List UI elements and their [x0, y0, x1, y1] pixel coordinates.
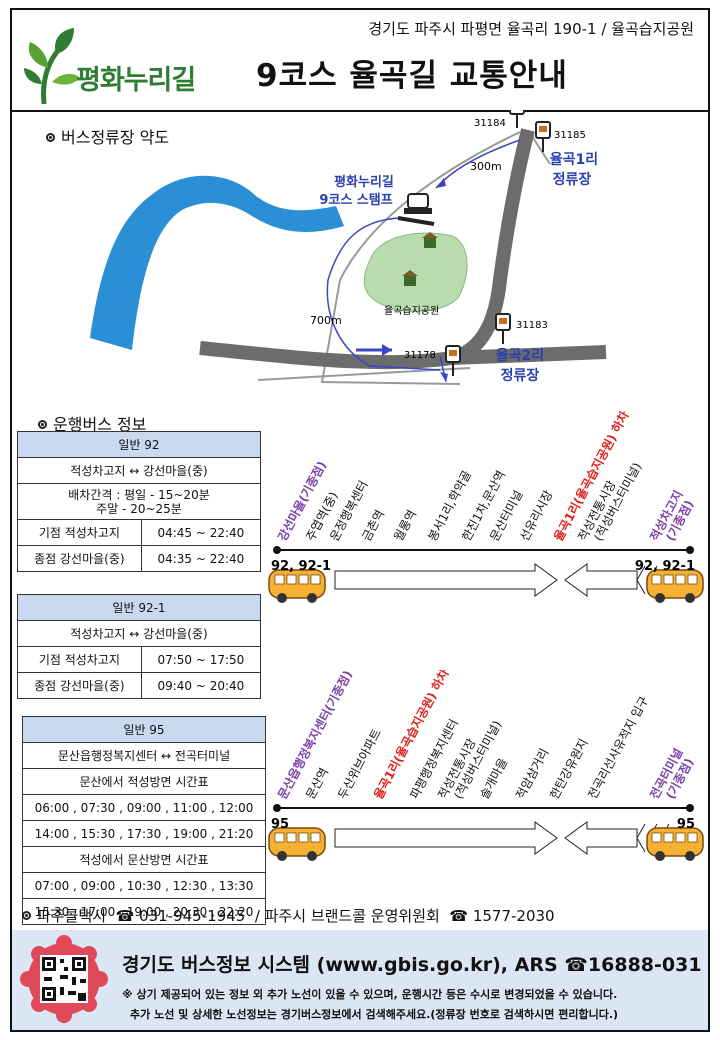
river — [90, 175, 344, 350]
stop1-name-2: 정류장 — [553, 171, 592, 188]
arrow-chevron — [636, 565, 646, 595]
bus-label-left: 92, 92-1 — [271, 559, 331, 574]
phone-icon: ☎ — [444, 907, 473, 925]
arrow-right — [334, 821, 558, 855]
distance-700: 700m — [310, 314, 342, 327]
phone-icon: ☎ — [110, 907, 140, 925]
stop2-name-1: 율곡2리 — [496, 347, 544, 364]
stop-id-31178: 31178 — [404, 350, 436, 361]
bus-icon — [268, 827, 326, 861]
schedule-1-row-1: 06:00 , 07:30 , 09:00 , 11:00 , 12:00 — [22, 794, 266, 821]
arrow-left — [564, 563, 638, 597]
map-section-title: 버스정류장 약도 — [46, 124, 169, 148]
interval-1: 배차간격 : 평일 - 15~20분 — [68, 487, 210, 502]
interval-2: 주말 - 20~25분 — [96, 501, 182, 516]
park-label: 율곡습지공원 — [384, 305, 439, 317]
bullet-icon — [22, 911, 31, 920]
route-stop-label: 월롱역 — [391, 508, 419, 544]
end-label: 종점 강선마을(중) — [17, 545, 142, 572]
route-end-dot — [686, 546, 694, 554]
header: 경기도 파주시 파평면 율곡리 190-1 / 율곡습지공원 평화누리길 9코스… — [12, 10, 708, 112]
stop1-name-1: 율곡1리 — [550, 151, 598, 168]
footer-title: 경기도 버스정보 시스템 (www.gbis.go.kr), ARS ☎1688… — [122, 954, 702, 976]
start-label: 기점 적성차고지 — [17, 646, 142, 673]
route-end-dot — [273, 804, 281, 812]
start-time: 04:45 ~ 22:40 — [140, 519, 262, 546]
stamp-icon — [397, 193, 435, 226]
footer-note-1: ※ 상기 제공되어 있는 정보 외 추가 노선이 있을 수 있으며, 운행시간 … — [122, 988, 618, 1001]
bus-stop-icon — [535, 121, 551, 152]
table-95: 일반 95 문산읍행정복지센터 ↔ 전곡터미널 문산에서 적성방면 시간표 06… — [22, 716, 266, 925]
table-92: 일반 92 적성차고지 ↔ 강선마을(중) 배차간격 : 평일 - 15~20분… — [17, 431, 262, 572]
end-label: 종점 강선마을(중) — [17, 672, 142, 699]
footer-note-2: 추가 노선 및 상세한 노선정보는 경기버스정보에서 검색해주세요.(정류장 번… — [130, 1008, 619, 1021]
taxi-info: 파주콜택시 ☎ 031-945-1945 / 파주시 브랜드콜 운영위원회 ☎ … — [22, 905, 555, 926]
route-stop-label: 문산역 — [303, 766, 331, 802]
route-stop-label: 적암삼거리 — [513, 746, 551, 801]
bus-stop-icon — [445, 345, 461, 376]
start-label: 기점 적성차고지 — [17, 519, 142, 546]
route-stop-label: 전곡리선사유적지 입구 — [585, 694, 651, 801]
bus-stop-icon — [509, 110, 525, 128]
distance-300: 300m — [470, 160, 502, 173]
bus-icon — [268, 569, 326, 603]
end-time: 09:40 ~ 20:40 — [140, 672, 262, 699]
bullet-icon — [46, 133, 55, 142]
stamp-label-2: 9코스 스탬프 — [319, 193, 392, 208]
schedule-1-title: 문산에서 적성방면 시간표 — [22, 768, 266, 795]
stamp-label-1: 평화누리길 — [334, 174, 394, 190]
bus-label-left: 95 — [271, 817, 289, 832]
bullet-icon — [38, 420, 47, 429]
stop-id-31183: 31183 — [516, 320, 548, 331]
start-time: 07:50 ~ 17:50 — [140, 646, 262, 673]
route-stop-label: 한탄강유원지 — [547, 736, 590, 801]
stop-id-31185: 31185 — [554, 130, 586, 141]
river-label: 임진강 — [148, 287, 184, 302]
schedule-2-title: 적성에서 문산방면 시간표 — [22, 846, 266, 873]
table-title: 일반 92 — [17, 431, 261, 458]
taxi-separator: / 파주시 브랜드콜 운영위원회 — [254, 907, 440, 925]
bus-section-title: 운행버스 정보 — [38, 411, 146, 435]
park-area — [363, 232, 468, 312]
route: 적성차고지 ↔ 강선마을(중) — [17, 620, 261, 647]
table-title: 일반 92-1 — [17, 594, 261, 621]
arrow-left — [564, 821, 638, 855]
schedule-2-row-2: 15:30 , 17:00 , 19:00 , 20:30 , 22:20 — [22, 898, 266, 925]
route-end-dot — [686, 804, 694, 812]
taxi-phone-2: 1577-2030 — [472, 907, 555, 925]
route: 문산읍행정복지센터 ↔ 전곡터미널 — [22, 742, 266, 769]
bus-label-right: 92, 92-1 — [635, 559, 695, 574]
route: 적성차고지 ↔ 강선마을(중) — [17, 457, 261, 484]
end-time: 04:35 ~ 22:40 — [140, 545, 262, 572]
leaf-logo-icon — [24, 28, 80, 105]
route-stop-label: 금촌역 — [359, 508, 387, 544]
table-title: 일반 95 — [22, 716, 266, 743]
logo-text: 평화누리길 — [76, 65, 196, 96]
taxi-phone-1: 031-945-1945 — [139, 907, 246, 925]
map: 임진강 율곡습지공원 300m 700m 평화누리길 9코스 스탬프 31184… — [90, 110, 607, 385]
arrow-chevron — [636, 823, 646, 853]
bus-icon — [646, 569, 704, 603]
bus-label-right: 95 — [677, 817, 695, 832]
arrow-right — [334, 563, 558, 597]
taxi-label: 파주콜택시 — [37, 907, 107, 925]
schedule-1-row-2: 14:00 , 15:30 , 17:30 , 19:00 , 21:20 — [22, 820, 266, 847]
stop-id-31184: 31184 — [474, 118, 506, 129]
route-end-dot — [273, 546, 281, 554]
schedule-2-row-1: 07:00 , 09:00 , 10:30 , 12:30 , 13:30 — [22, 872, 266, 899]
page-frame — [10, 8, 710, 1032]
qr-code-icon — [20, 935, 108, 1023]
bus-stop-icon — [495, 313, 511, 344]
page-title: 9코스 율곡길 교통안내 — [256, 58, 568, 94]
footer: 경기도 버스정보 시스템 (www.gbis.go.kr), ARS ☎1688… — [12, 930, 708, 1030]
address: 경기도 파주시 파평면 율곡리 190-1 / 율곡습지공원 — [368, 20, 694, 38]
bus-icon — [646, 827, 704, 861]
stop2-name-2: 정류장 — [501, 367, 540, 384]
